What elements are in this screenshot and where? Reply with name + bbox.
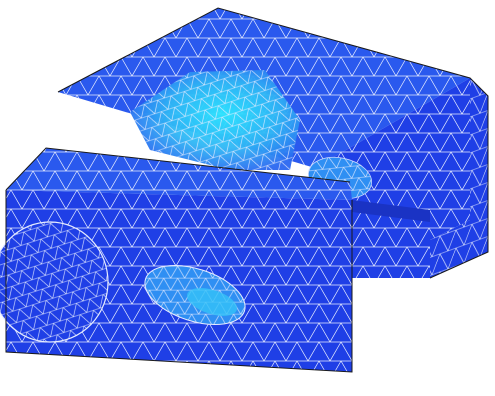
slot-groove bbox=[352, 200, 430, 222]
upper-block bbox=[57, 7, 489, 279]
lower-block bbox=[0, 147, 353, 373]
